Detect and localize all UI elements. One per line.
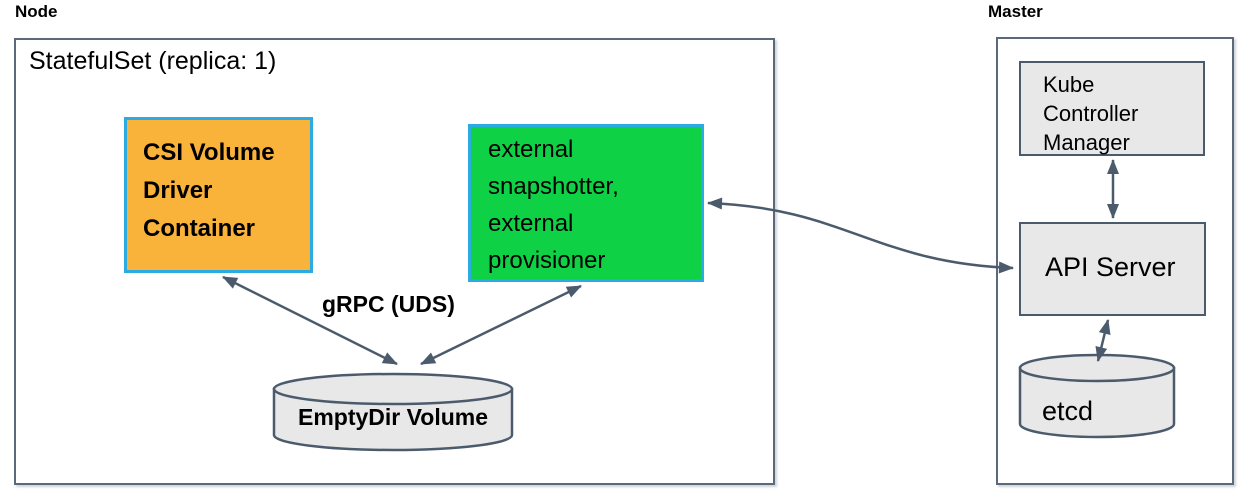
external-snapshotter-provisioner-box: external snapshotter, external provision… [468, 124, 704, 282]
emptydir-volume-cylinder [272, 372, 514, 452]
kcm-box-line: Kube [1043, 72, 1095, 97]
emptydir-volume-label: EmptyDir Volume [298, 404, 488, 430]
sidecar-box-line: snapshotter, [488, 173, 619, 200]
csi-box-line: Container [143, 215, 256, 242]
master-section-label: Master [988, 2, 1043, 21]
kube-controller-manager-box: Kube Controller Manager [1019, 61, 1205, 156]
sidecar-box-line: external [488, 136, 574, 163]
kcm-box-line: Controller [1043, 101, 1139, 126]
etcd-cylinder [1018, 353, 1176, 439]
csi-box-line: Driver [143, 177, 213, 204]
api-server-box: API Server [1019, 222, 1206, 316]
api-server-label: API Server [1045, 252, 1176, 282]
sidecar-box-line: provisioner [488, 247, 606, 274]
statefulset-title: StatefulSet (replica: 1) [29, 47, 277, 75]
sidecar-box-line: external [488, 210, 574, 237]
kcm-box-line: Manager [1043, 130, 1130, 155]
node-section-label: Node [15, 2, 58, 21]
etcd-label: etcd [1042, 396, 1094, 426]
csi-volume-driver-container-box: CSI Volume Driver Container [124, 117, 313, 273]
grpc-uds-label: gRPC (UDS) [322, 291, 455, 317]
csi-box-line: CSI Volume [143, 139, 275, 166]
